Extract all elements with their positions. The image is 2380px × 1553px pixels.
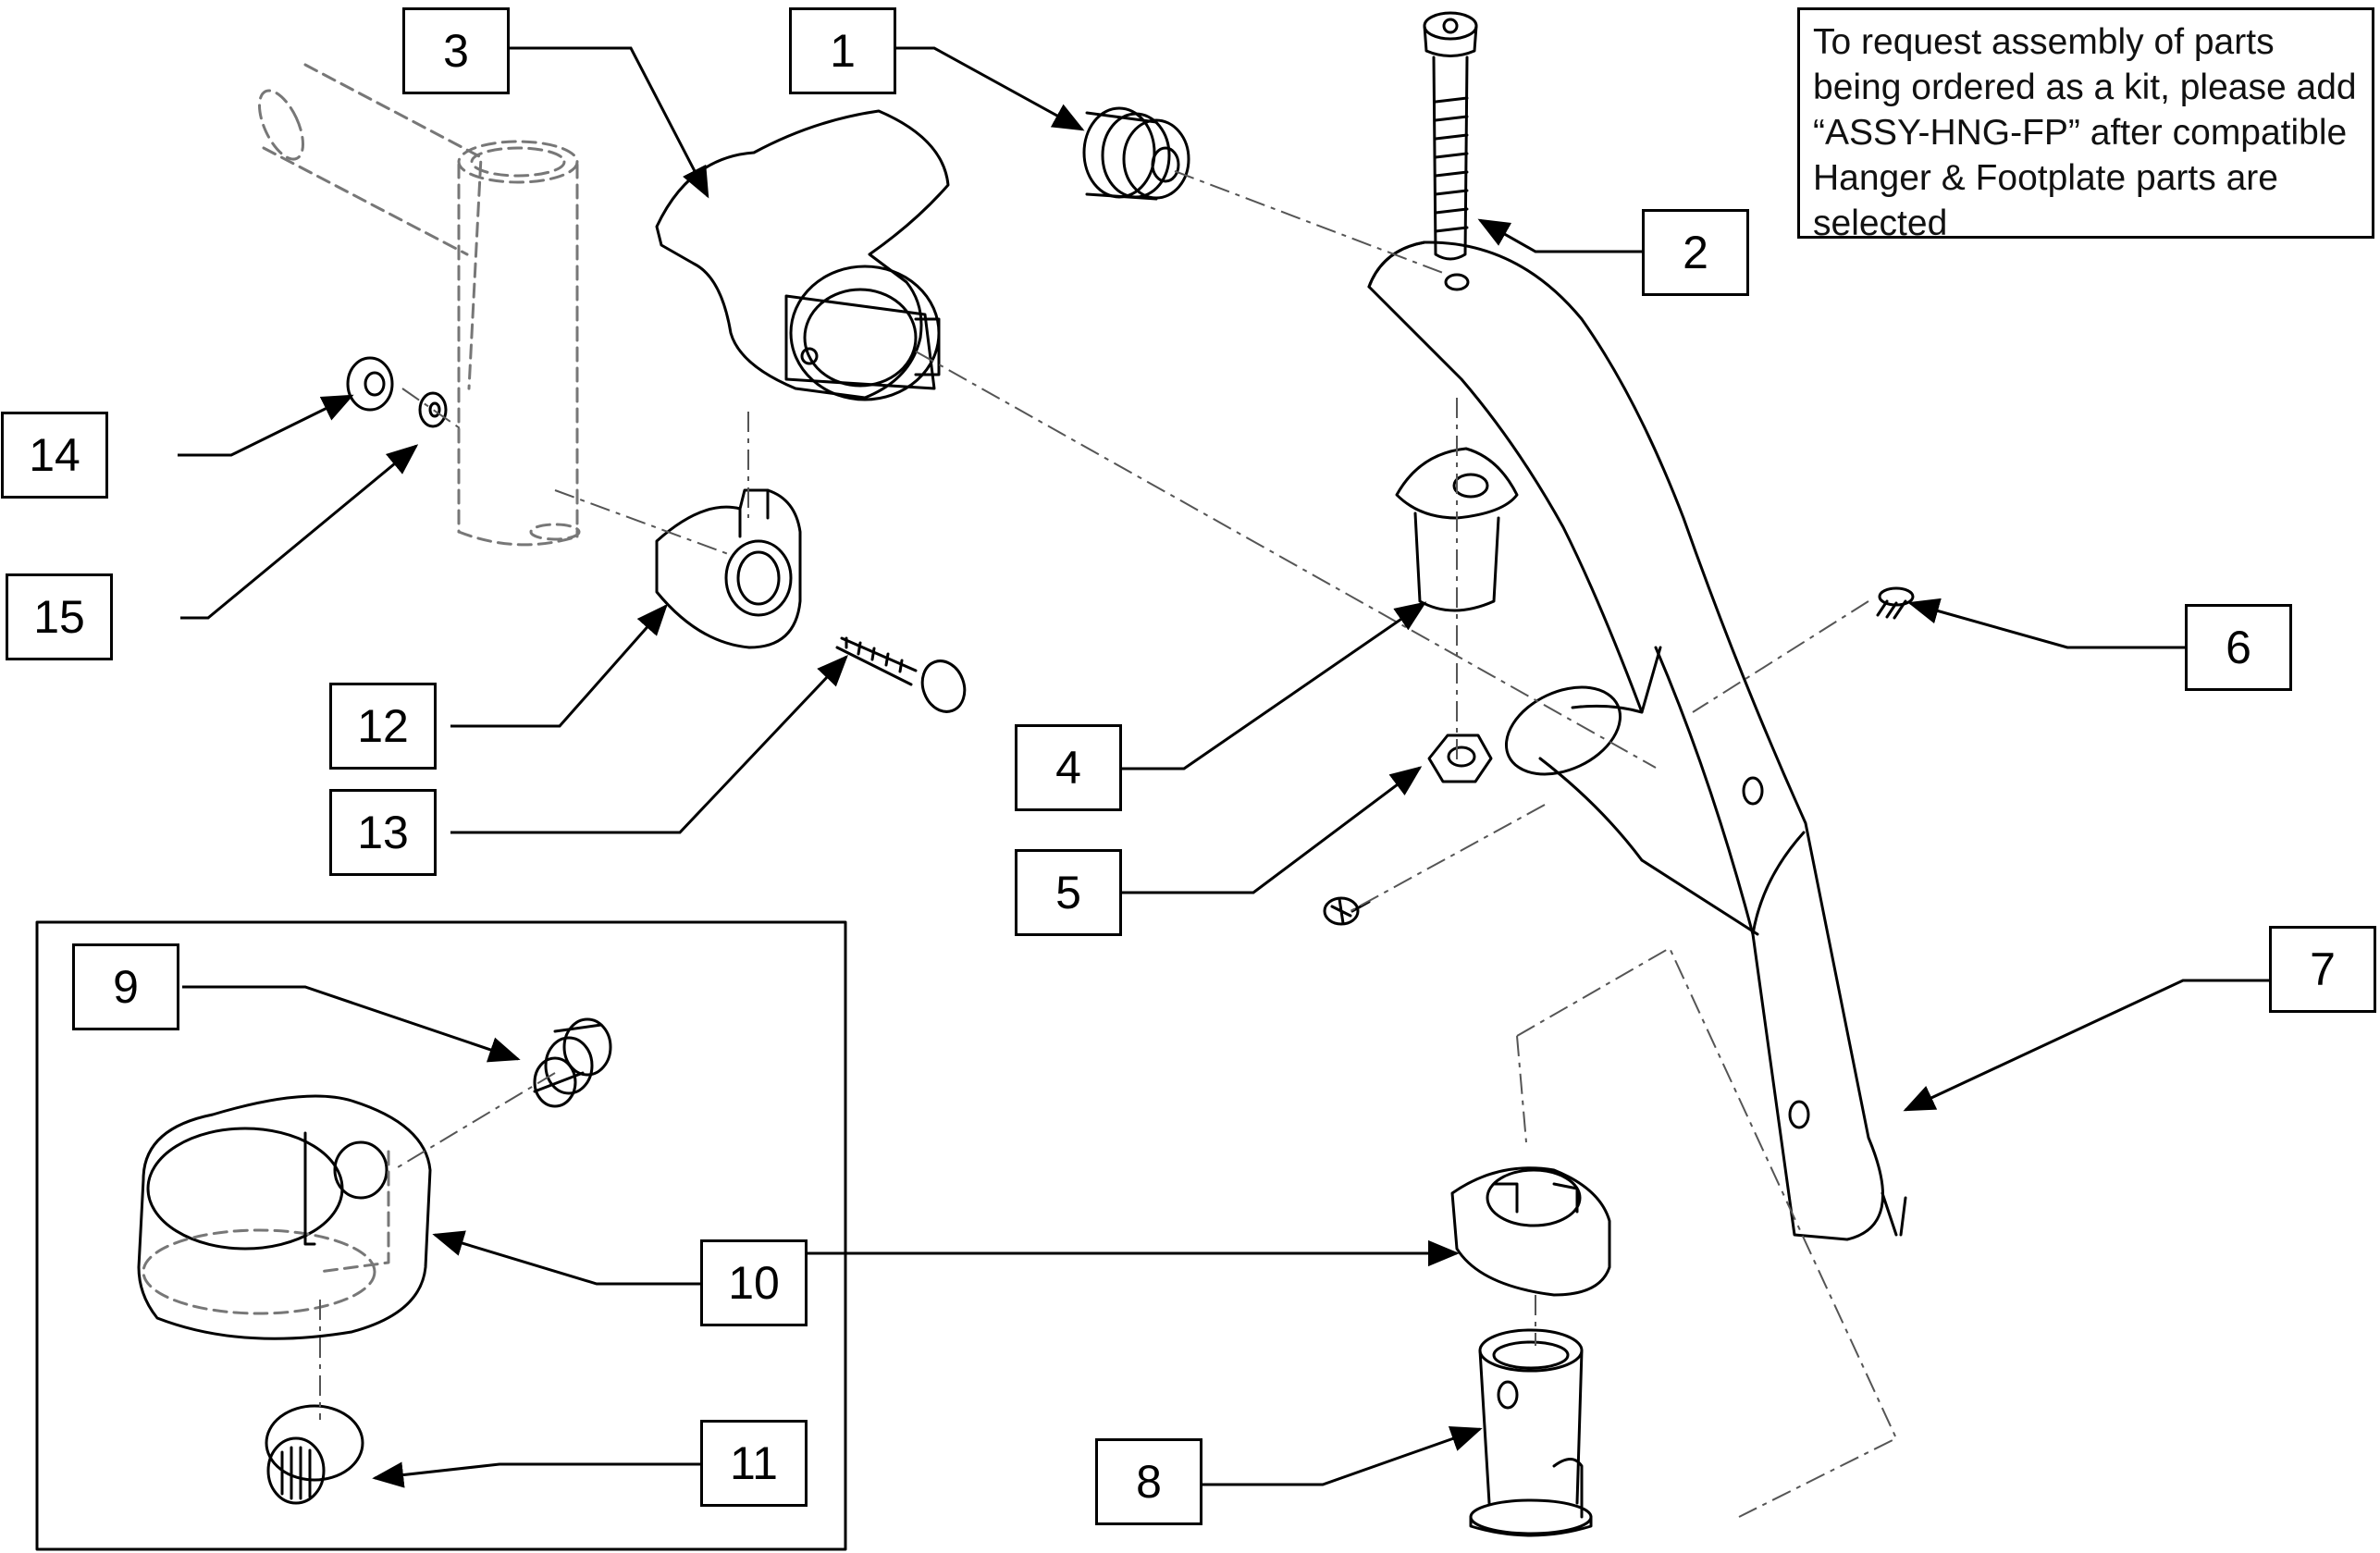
callout-7: 7 [2269, 926, 2376, 1013]
washer-part-15 [418, 391, 448, 428]
bolt-part-2 [1423, 11, 1478, 261]
frame-tube-phantom [258, 63, 581, 547]
assembly-note: To request assembly of parts being order… [1797, 7, 2374, 243]
leader-lines [178, 46, 2269, 1488]
assembly-note-line-5: selected [1813, 203, 1948, 243]
callout-6: 6 [2185, 604, 2292, 691]
screw-part-6 [1876, 586, 1915, 620]
callout-3: 3 [402, 7, 510, 94]
callout-13: 13 [329, 789, 437, 876]
nut-part-5 [1427, 733, 1493, 783]
hanger-tube-part-7 [1367, 240, 1907, 1241]
screw-lower [1323, 896, 1371, 926]
callout-14: 14 [1, 412, 108, 499]
bumper-plug-part-1 [1082, 106, 1190, 201]
collar-part-10 [137, 1094, 432, 1340]
socket-part-10-right [1450, 1166, 1611, 1297]
callout-1: 1 [789, 7, 896, 94]
assembly-note-line-2: being ordered as a kit, please add [1813, 68, 2357, 107]
callout-8: 8 [1095, 1438, 1202, 1525]
assembly-note-line-3: “ASSY-HNG-FP” after compatible [1813, 113, 2348, 153]
inset-frame [35, 920, 847, 1551]
nut-part-14 [346, 356, 394, 412]
callout-15: 15 [6, 573, 113, 660]
callout-5: 5 [1015, 849, 1122, 936]
callout-2: 2 [1642, 209, 1749, 296]
callout-12: 12 [329, 683, 437, 770]
callout-10: 10 [700, 1239, 808, 1326]
assembly-note-line-1: To request assembly of parts [1813, 22, 2275, 62]
callout-9: 9 [72, 943, 179, 1030]
callout-11: 11 [700, 1420, 808, 1507]
center-lines [319, 170, 1898, 1518]
clamp-part-12 [655, 488, 802, 649]
callout-4: 4 [1015, 724, 1122, 811]
assembly-note-line-4: Hanger & Footplate parts are [1813, 158, 2278, 198]
insert-part-9 [533, 1017, 612, 1108]
hinge-bracket-part-3 [655, 109, 950, 401]
sleeve-part-8 [1469, 1328, 1593, 1537]
knob-part-11 [265, 1404, 364, 1505]
screw-part-13 [835, 636, 967, 713]
